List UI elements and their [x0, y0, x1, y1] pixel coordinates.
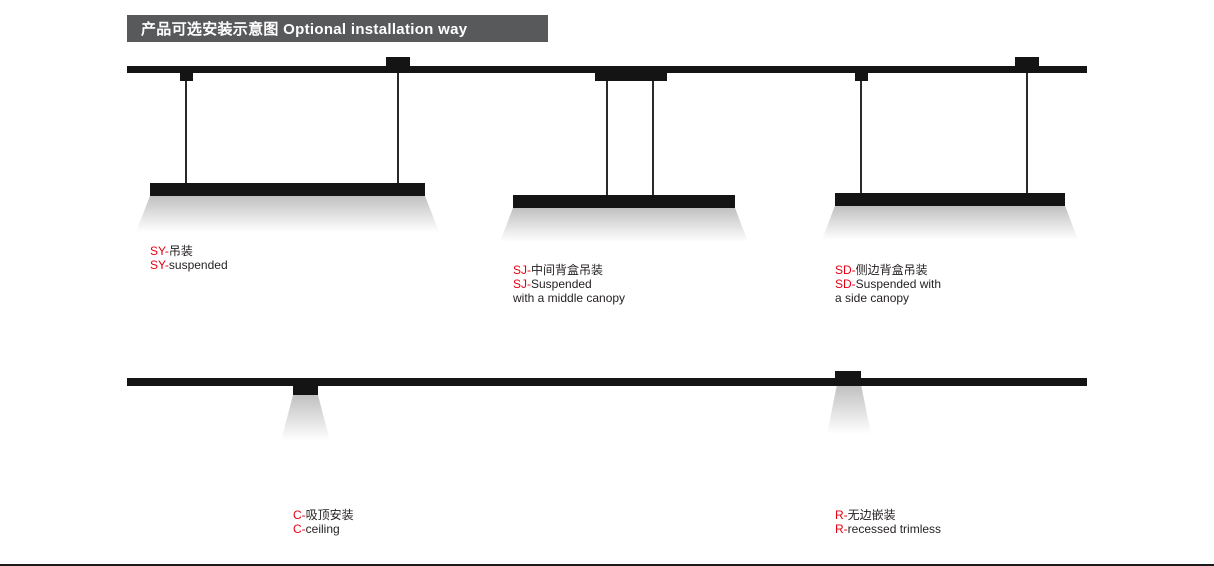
light-beam	[500, 208, 748, 242]
light-beam	[822, 206, 1078, 240]
ceiling-line-bottom	[127, 378, 1087, 386]
label-line: SY-吊装	[150, 244, 228, 258]
fixture-code: SJ-	[513, 277, 531, 291]
junction-box	[386, 57, 410, 67]
middle-canopy-box	[595, 68, 667, 81]
label-text: with a middle canopy	[513, 291, 626, 305]
label-line: SJ-中间背盒吊装	[513, 263, 625, 277]
label-line: SY-suspended	[150, 258, 228, 272]
light-beam	[136, 196, 439, 232]
label-text: 吊装	[168, 244, 193, 258]
light-bar	[835, 193, 1065, 206]
suspension-wire	[397, 73, 399, 183]
label-line: R-无边嵌装	[835, 508, 941, 522]
fixture-code: R-	[835, 522, 848, 536]
label-line: R-recessed trimless	[835, 522, 941, 536]
label-text: a side canopy	[835, 291, 910, 305]
fixture-code: SD-	[835, 263, 856, 277]
label-text: suspended	[168, 258, 228, 272]
title-banner: 产品可选安装示意图 Optional installation way	[127, 15, 548, 42]
fixture-code: SJ-	[513, 263, 531, 277]
fixture-code: SY-	[150, 258, 169, 272]
label-text: ceiling	[305, 522, 340, 536]
page-footer-rule	[0, 564, 1214, 566]
fixture-code: SY-	[150, 244, 169, 258]
fixture-label-sj: SJ-中间背盒吊装 SJ-Suspended with a middle can…	[513, 263, 625, 305]
label-text: 无边嵌装	[847, 508, 896, 522]
label-text: 侧边背盒吊装	[855, 263, 928, 277]
suspension-wire	[185, 81, 187, 183]
suspension-wire	[652, 81, 654, 195]
fixture-code: SD-	[835, 277, 856, 291]
suspension-mount-block	[180, 73, 193, 81]
suspension-wire	[606, 81, 608, 195]
label-line: C-吸顶安装	[293, 508, 354, 522]
label-line: SJ-Suspended	[513, 277, 625, 291]
light-beam	[281, 395, 330, 441]
fixture-code: C-	[293, 508, 306, 522]
label-line: SD-Suspended with	[835, 277, 941, 291]
fixture-label-sd: SD-侧边背盒吊装 SD-Suspended with a side canop…	[835, 263, 941, 305]
fixture-label-r: R-无边嵌装 R-recessed trimless	[835, 508, 941, 536]
label-line: a side canopy	[835, 291, 941, 305]
suspension-wire	[1026, 73, 1028, 193]
label-text: 中间背盒吊装	[531, 263, 604, 277]
label-text: Suspended with	[855, 277, 942, 291]
fixture-code: R-	[835, 508, 848, 522]
recessed-fixture-housing	[835, 371, 861, 379]
label-line: with a middle canopy	[513, 291, 625, 305]
suspension-mount-block	[855, 73, 868, 81]
label-text: recessed trimless	[847, 522, 942, 536]
label-text: Suspended	[531, 277, 592, 291]
side-canopy-box	[1015, 57, 1039, 67]
label-line: SD-侧边背盒吊装	[835, 263, 941, 277]
fixture-label-sy: SY-吊装 SY-suspended	[150, 244, 228, 272]
light-bar	[150, 183, 425, 196]
page-title: 产品可选安装示意图 Optional installation way	[141, 21, 468, 38]
suspension-wire	[860, 81, 862, 193]
light-bar	[513, 195, 735, 208]
fixture-code: C-	[293, 522, 306, 536]
label-text: 吸顶安装	[305, 508, 354, 522]
label-line: C-ceiling	[293, 522, 354, 536]
surface-mount-fixture	[293, 386, 318, 395]
fixture-label-c: C-吸顶安装 C-ceiling	[293, 508, 354, 536]
light-beam	[827, 386, 871, 434]
